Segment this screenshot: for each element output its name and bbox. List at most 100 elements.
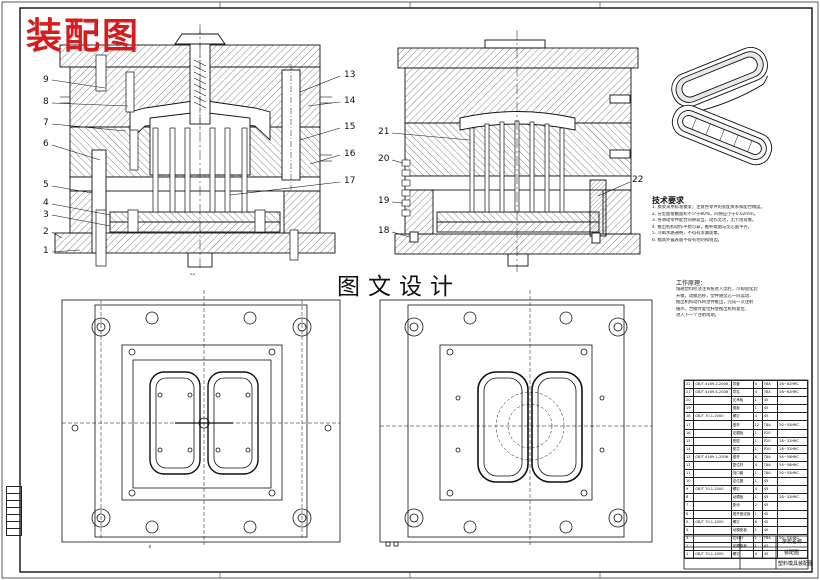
revision-strip <box>6 486 22 536</box>
bom-cell: GB/T 70.1-2000 <box>693 485 732 495</box>
right-section-view <box>394 30 641 272</box>
bom-cell: 1 <box>752 493 763 503</box>
bom-cell <box>693 493 732 503</box>
bom-cell <box>777 396 808 406</box>
bom-cell: 1 <box>683 549 695 560</box>
callout-22: 22 <box>632 175 644 185</box>
bom-cell: 动模座板 <box>730 525 754 535</box>
bom-cell: P20 <box>761 444 779 454</box>
bom-cell: 50~55HRC <box>777 420 808 430</box>
callout-6: 6 <box>43 139 49 149</box>
tech-line: 6. 模具外露表面不得有毛刺和锐边。 <box>652 237 722 243</box>
callout-14: 14 <box>344 96 356 106</box>
bom-cell: 1 <box>752 509 763 519</box>
bom-cell: 8 <box>683 493 695 503</box>
bom-cell: 4 <box>752 460 763 471</box>
plan-view-right <box>379 290 653 547</box>
callout-3: 3 <box>43 210 49 220</box>
bom-cell: 14 <box>683 444 695 454</box>
bom-cell: 复位杆 <box>730 460 754 471</box>
bom-cell: 推杆固定板 <box>730 509 754 519</box>
bom-cell: 1 <box>752 469 763 479</box>
bom-cell: GB/T 4169.1-2006 <box>693 452 732 462</box>
bom-cell: 4 <box>752 379 763 390</box>
bom-cell: 4 <box>752 412 763 422</box>
bom-cell: 1 <box>752 444 763 454</box>
bom-cell: 推杆 <box>730 420 754 430</box>
bom-cell: 45 <box>761 412 779 422</box>
tech-requirements: 1. 模架采用标准模架，注意各零件的装配关系和配合精度。 2. 分型面接触面积不… <box>652 205 802 245</box>
bom-cell: 螺钉 <box>730 549 754 560</box>
part-name: 塑料模具装配图 <box>778 561 814 567</box>
bom-cell: 28~32HRC <box>777 436 808 446</box>
bom-cell <box>777 404 808 414</box>
bom-cell: GB/T 70.1-2000 <box>693 517 732 527</box>
bom-cell <box>693 404 732 414</box>
bom-cell <box>777 549 808 560</box>
bom-cell <box>693 469 732 479</box>
bom-cell: 1 <box>752 541 763 551</box>
bom-cell: 45 <box>761 549 779 560</box>
work-line: 循环。合模时复位杆使推出机构复位， <box>676 306 750 312</box>
tech-line: 4. 推出机构动作平稳可靠，推杆端面与型芯面平齐。 <box>652 224 752 230</box>
bom-cell: 螺钉 <box>730 485 754 495</box>
bom-cell: T8A <box>761 533 779 543</box>
bom-cell: 45 <box>761 517 779 527</box>
bom-cell: 5 <box>683 517 695 527</box>
bom-cell: P20 <box>761 436 779 446</box>
bom-cell: 定位圈 <box>730 477 754 487</box>
left-section-view: A-A <box>54 24 336 276</box>
bom-cell: 型芯 <box>730 444 754 454</box>
tech-line: 1. 模架采用标准模架，注意各零件的装配关系和配合精度。 <box>652 205 765 210</box>
bom-cell: 7 <box>683 501 695 511</box>
bom-cell: 45 <box>761 525 779 535</box>
bom-cell: 18 <box>683 412 695 422</box>
center-caption: 图文设计 <box>335 274 463 300</box>
bom-cell <box>693 501 732 511</box>
work-line: 进入下一个注射周期。 <box>676 313 719 319</box>
bom-cell: GB/T 70.1-2000 <box>693 412 732 422</box>
callout-15: 15 <box>344 122 356 132</box>
work-principle: 熔融塑料经浇注系统进入型腔，冷却固化后 开模，动模后移，塑件随型芯一同运动， 推… <box>676 287 800 320</box>
bom-cell: 4 <box>683 525 695 535</box>
bom-cell: T8A <box>761 379 779 390</box>
bom-cell: GB/T 4169.4-2006 <box>693 388 732 398</box>
bom-cell <box>693 477 732 487</box>
bom-cell: 浇口套 <box>730 469 754 479</box>
bom-cell: 6 <box>752 517 763 527</box>
bom-cell: 45 <box>761 477 779 487</box>
bom-cell <box>777 485 808 495</box>
work-line: 熔融塑料经浇注系统进入型腔，冷却固化后 <box>676 287 758 292</box>
bom-cell: 10 <box>683 477 695 487</box>
school-name: 学校名称 <box>782 539 803 545</box>
drawing-name: 装配图 <box>784 550 800 556</box>
drawing-title: 装配图 <box>26 15 141 57</box>
bom-cell: 定模座板 <box>730 541 754 551</box>
part-3d-sketch <box>671 46 773 166</box>
bom-cell: 6 <box>683 509 695 519</box>
bom-cell: 2 <box>752 501 763 511</box>
bom-cell: 垫块 <box>730 501 754 511</box>
bom-cell: 定模板 <box>730 428 754 438</box>
bom-cell: 28~32HRC <box>777 493 808 503</box>
bom-cell <box>693 541 732 551</box>
callout-5: 5 <box>43 180 49 190</box>
bom-cell: 50~55HRC <box>777 469 808 479</box>
bom-cell: T8A <box>761 388 779 398</box>
bom-cell: 4 <box>752 388 763 398</box>
callout-8: 8 <box>43 97 49 107</box>
bom-cell: 推板 <box>730 404 754 414</box>
tech-line: 5. 冷却水路通畅，不得有渗漏现象。 <box>652 231 722 237</box>
